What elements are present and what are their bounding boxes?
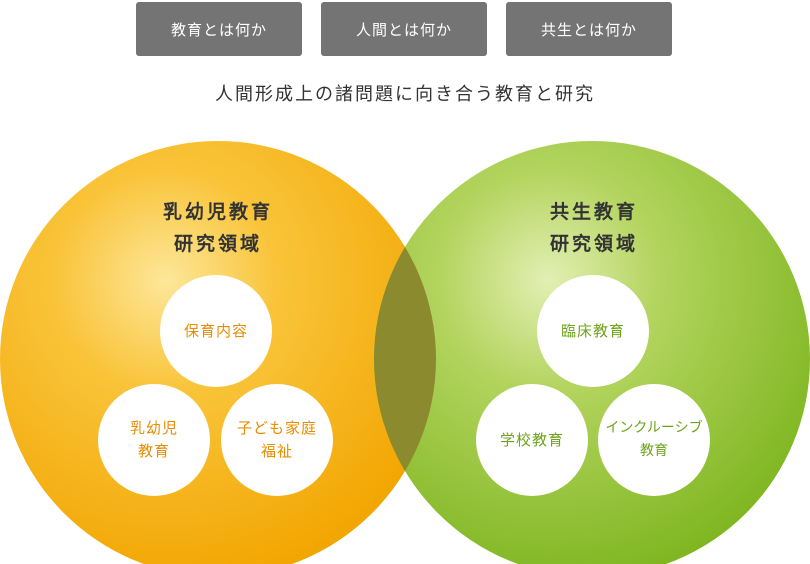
left-domain-heading: 乳幼児教育 研究領域 <box>130 196 306 260</box>
bubble-label: 保育内容 <box>183 321 248 340</box>
bubble-school-education: 学校教育 <box>476 384 588 496</box>
topic-tabs: 教育とは何か 人間とは何か 共生とは何か <box>0 0 810 60</box>
bubble-childcare-content: 保育内容 <box>160 275 272 387</box>
bubble-label: 乳幼児 <box>129 419 178 437</box>
diagram-subtitle: 人間形成上の諸問題に向き合う教育と研究 <box>215 84 595 105</box>
heading-line: 研究領域 <box>173 233 262 255</box>
heading-line: 研究領域 <box>549 233 638 255</box>
tab-what-is-coexistence[interactable]: 共生とは何か <box>506 2 672 56</box>
bubble-inclusive-education: インクルーシブ 教育 <box>598 384 710 496</box>
bubble-label: 福祉 <box>260 442 293 460</box>
bubble-label: 学校教育 <box>499 430 564 449</box>
right-domain-heading: 共生教育 研究領域 <box>506 196 682 260</box>
tab-what-is-education[interactable]: 教育とは何か <box>136 2 302 56</box>
bubble-label: 教育 <box>640 443 668 459</box>
bubble-early-childhood-education: 乳幼児 教育 <box>98 384 210 496</box>
bubble-label: 教育 <box>137 442 170 460</box>
heading-line: 共生教育 <box>549 201 638 223</box>
bubble-label: 臨床教育 <box>560 321 625 340</box>
bubble-child-family-welfare: 子ども家庭 福祉 <box>221 384 333 496</box>
heading-line: 乳幼児教育 <box>162 201 273 223</box>
bubble-label: インクルーシブ <box>605 420 703 436</box>
bubble-clinical-education: 臨床教育 <box>537 275 649 387</box>
bubble-label: 子ども家庭 <box>236 419 317 437</box>
tab-what-is-human[interactable]: 人間とは何か <box>321 2 487 56</box>
